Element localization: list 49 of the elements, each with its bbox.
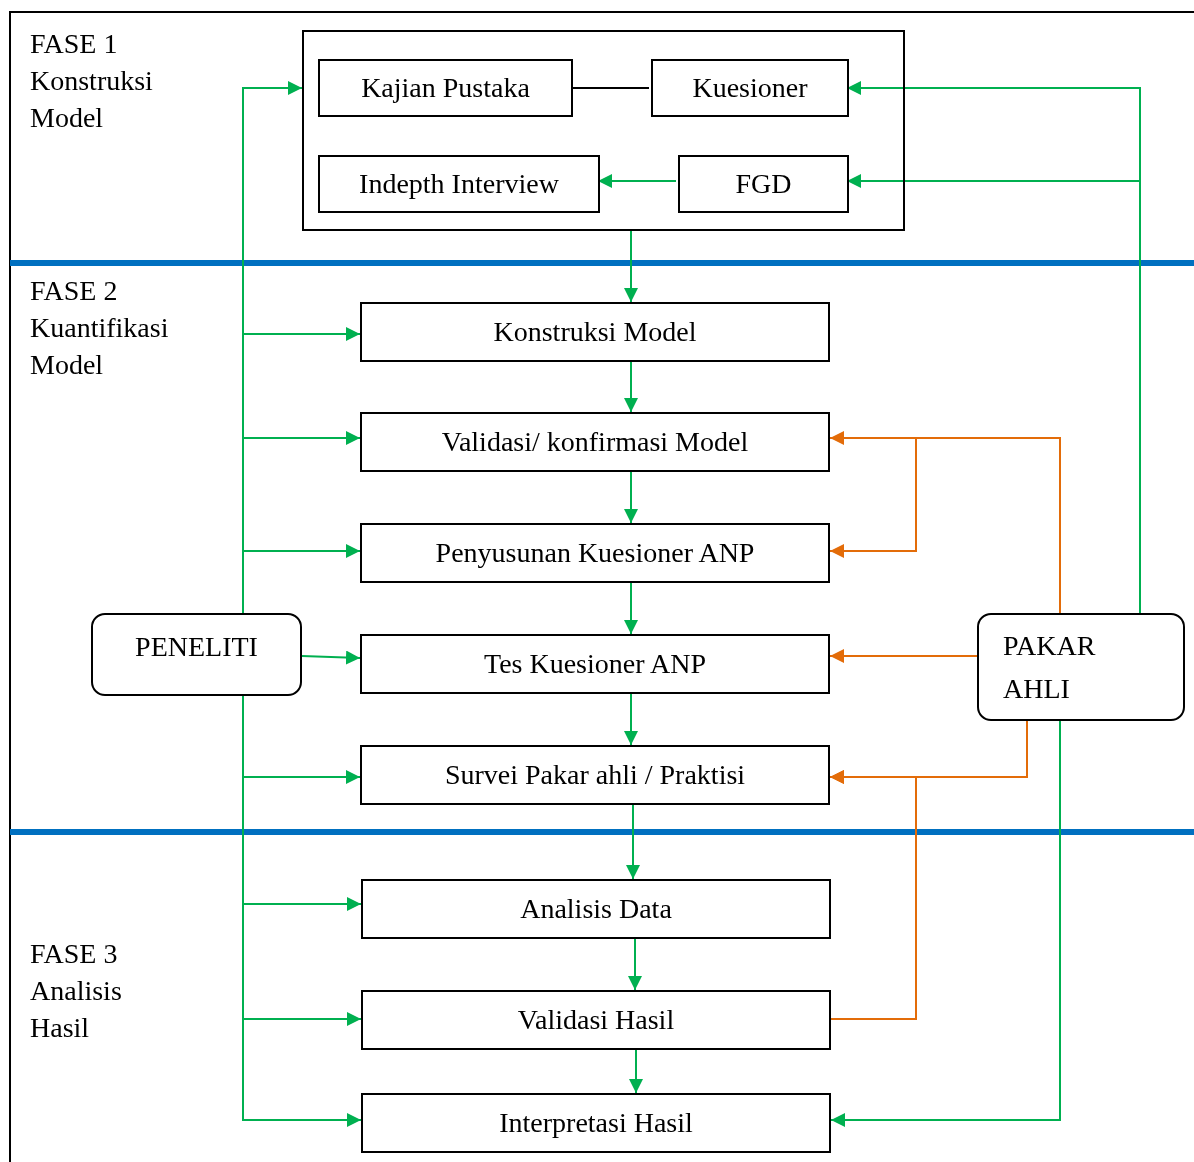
node-label: Survei Pakar ahli / Praktisi	[444, 759, 746, 791]
node-label: Tes Kuesioner ANP	[484, 648, 706, 680]
process-box	[361, 879, 831, 939]
node-label: PENELITI	[135, 631, 258, 663]
process-box	[651, 59, 849, 117]
arrow	[628, 938, 642, 991]
arrow	[624, 582, 638, 635]
arrow	[829, 770, 917, 1020]
arrow	[597, 174, 677, 188]
arrow	[624, 471, 638, 524]
actor-box	[91, 613, 302, 696]
arrow	[626, 804, 640, 880]
node-label: Kuesioner	[692, 72, 808, 104]
node-label: Analisis Data	[520, 893, 672, 925]
process-box	[318, 155, 600, 213]
phase-label: FASE 2 Kuantifikasi Model	[30, 274, 170, 382]
arrow	[242, 544, 361, 614]
arrow	[629, 1049, 643, 1094]
phase-label: FASE 1 Konstruksi Model	[30, 27, 154, 135]
arrow	[624, 361, 638, 413]
process-box	[318, 59, 573, 117]
arrow	[830, 720, 1061, 1127]
node-label: Indepth Interview	[359, 168, 559, 200]
process-box	[361, 990, 831, 1050]
arrow	[301, 650, 361, 665]
process-box	[360, 523, 830, 583]
process-box	[360, 412, 830, 472]
node-label: PAKAR AHLI	[1003, 629, 1097, 706]
actor-box	[977, 613, 1185, 721]
node-label: Penyusunan Kuesioner ANP	[435, 537, 755, 569]
arrow	[624, 230, 638, 303]
arrow	[242, 695, 362, 1127]
process-box	[361, 1093, 831, 1153]
process-box	[360, 745, 830, 805]
node-label: Validasi Hasil	[517, 1004, 675, 1036]
group-frame	[302, 30, 905, 231]
phase-label: FASE 3 Analisis Hasil	[30, 937, 123, 1045]
node-label: Konstruksi Model	[493, 316, 697, 348]
arrow	[624, 693, 638, 746]
node-label: Validasi/ konfirmasi Model	[441, 426, 749, 458]
arrow	[846, 174, 1141, 614]
process-box	[360, 634, 830, 694]
node-label: Interpretasi Hasil	[499, 1107, 693, 1139]
node-label: FGD	[735, 168, 792, 200]
process-box	[678, 155, 849, 213]
arrow	[829, 649, 978, 663]
node-label: Kajian Pustaka	[361, 72, 530, 104]
process-box	[360, 302, 830, 362]
connector-line	[570, 87, 650, 89]
